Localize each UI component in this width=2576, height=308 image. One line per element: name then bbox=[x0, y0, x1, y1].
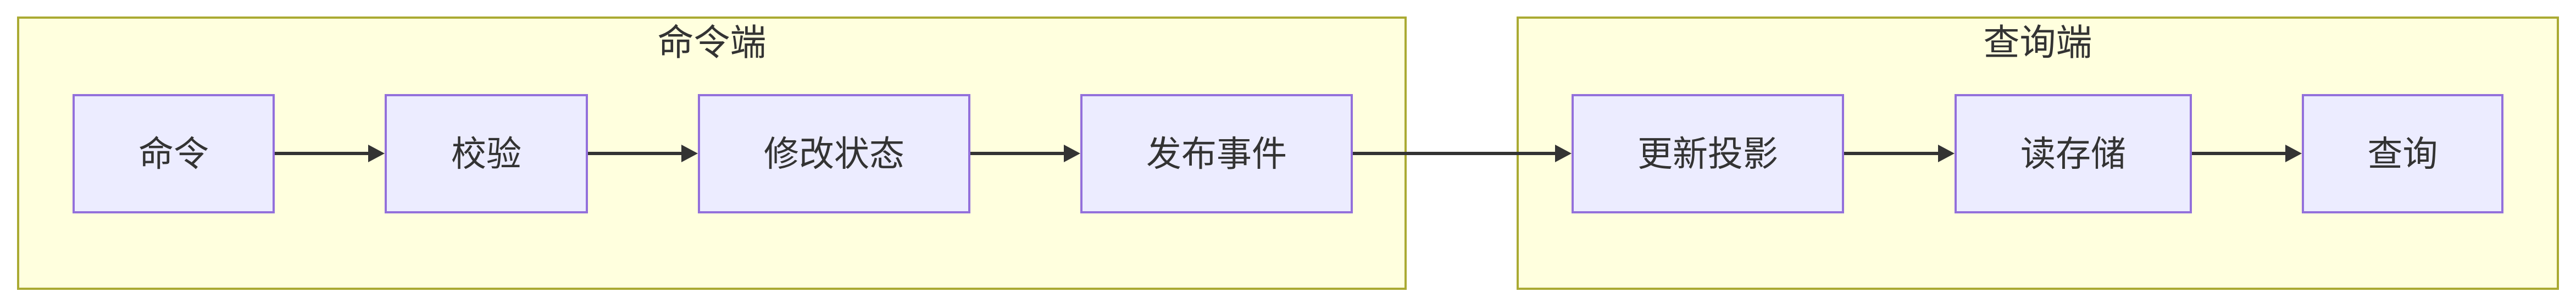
node-modify-state-label: 修改状态 bbox=[764, 134, 904, 174]
node-publish-event-label: 发布事件 bbox=[1146, 134, 1287, 174]
node-update-projection: 更新投影 bbox=[1572, 94, 1844, 213]
node-query-label: 查询 bbox=[2367, 134, 2438, 174]
node-modify-state: 修改状态 bbox=[698, 94, 970, 213]
node-command: 命令 bbox=[73, 94, 275, 213]
cluster-query-side-title: 查询端 bbox=[1983, 22, 2092, 63]
node-read-store-label: 读存储 bbox=[2020, 134, 2126, 174]
node-validate: 校验 bbox=[385, 94, 588, 213]
node-publish-event: 发布事件 bbox=[1080, 94, 1353, 213]
node-read-store: 读存储 bbox=[1955, 94, 2192, 213]
node-command-label: 命令 bbox=[138, 134, 209, 174]
node-update-projection-label: 更新投影 bbox=[1637, 134, 1778, 174]
node-validate-label: 校验 bbox=[451, 134, 521, 174]
cluster-command-side-title: 命令端 bbox=[657, 22, 767, 63]
node-query: 查询 bbox=[2302, 94, 2503, 213]
